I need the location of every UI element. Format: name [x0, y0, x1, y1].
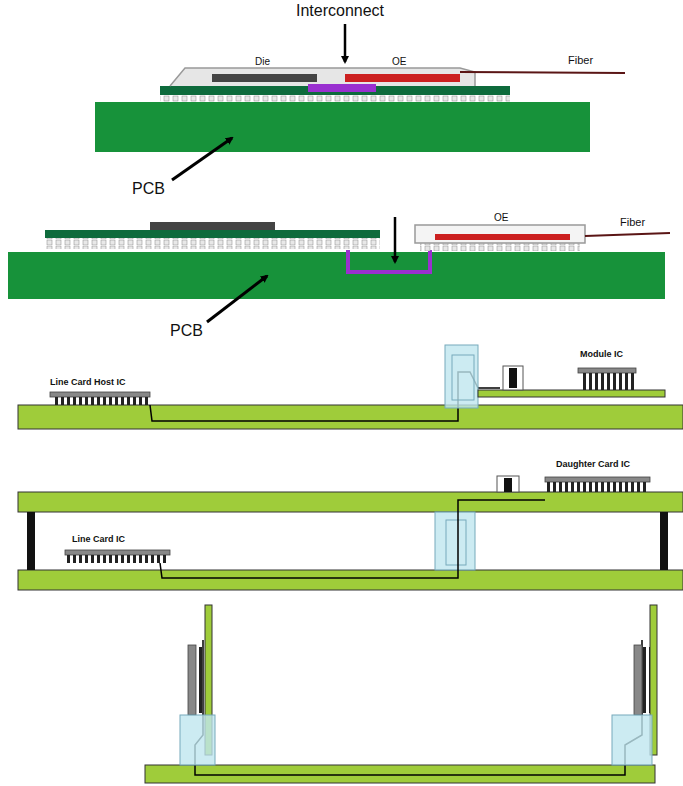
- substrate: [45, 230, 380, 238]
- connector: [452, 355, 474, 400]
- part-label: Fiber: [568, 54, 593, 66]
- die: [150, 222, 275, 230]
- part-label: Module IC: [580, 350, 623, 360]
- daughter-card: [18, 492, 683, 512]
- part-label: Interconnect: [296, 2, 384, 20]
- interconnect-trace: [348, 250, 430, 272]
- leader: [394, 217, 397, 262]
- part-label: Line Card IC: [72, 535, 125, 545]
- ic-pins: [67, 555, 168, 563]
- ic-pins: [52, 397, 148, 405]
- solder-balls: [45, 238, 380, 249]
- oe-module: [415, 225, 585, 243]
- panel-2: [8, 217, 670, 322]
- part-label: OE: [392, 56, 406, 67]
- part-label: Fiber: [620, 216, 645, 228]
- pcb: [8, 252, 665, 299]
- part-label: PCB: [170, 322, 203, 340]
- connector: [435, 512, 475, 570]
- part-label: PCB: [132, 180, 165, 198]
- line-card: [18, 405, 683, 429]
- oe: [345, 74, 460, 82]
- trace: [160, 500, 545, 578]
- solder-balls: [420, 243, 580, 251]
- module-board: [478, 390, 665, 397]
- lid: [170, 68, 475, 86]
- component: [509, 368, 517, 388]
- leader: [207, 276, 267, 322]
- interconnect: [308, 84, 376, 92]
- component: [504, 478, 512, 492]
- ic-pins: [196, 647, 205, 713]
- daughter-card-ic: [545, 477, 650, 482]
- ic-pins: [547, 482, 648, 492]
- connector: [612, 715, 652, 765]
- component: [503, 366, 523, 390]
- standoff: [660, 512, 668, 570]
- part-label: Line Card Host IC: [50, 378, 126, 388]
- connector: [180, 715, 215, 765]
- part-label: OE: [494, 212, 508, 223]
- die: [212, 74, 317, 82]
- part-label: Daughter Card IC: [556, 460, 630, 470]
- component: [497, 476, 519, 492]
- card-ic: [188, 645, 196, 715]
- solder-balls: [160, 95, 510, 102]
- oe: [435, 234, 570, 240]
- connector: [446, 520, 466, 565]
- trace: [195, 640, 642, 775]
- line-card-ic: [65, 550, 170, 555]
- connector: [445, 345, 478, 408]
- panel-4: [18, 476, 683, 590]
- backplane: [145, 765, 655, 783]
- part-label: Die: [255, 56, 270, 67]
- pcb: [95, 102, 590, 152]
- host-ic: [50, 392, 150, 397]
- card-ic: [634, 645, 642, 715]
- module-ic: [578, 368, 636, 373]
- ic-pins: [580, 373, 634, 390]
- line-card: [18, 570, 683, 590]
- fiber: [460, 72, 625, 73]
- fiber: [585, 233, 670, 236]
- panel-5: [145, 605, 657, 783]
- standoff: [27, 512, 35, 570]
- leader: [344, 24, 347, 62]
- leader: [172, 138, 232, 180]
- panel-1: [95, 24, 625, 180]
- ic-pins: [642, 647, 650, 713]
- panel-3: [18, 345, 683, 429]
